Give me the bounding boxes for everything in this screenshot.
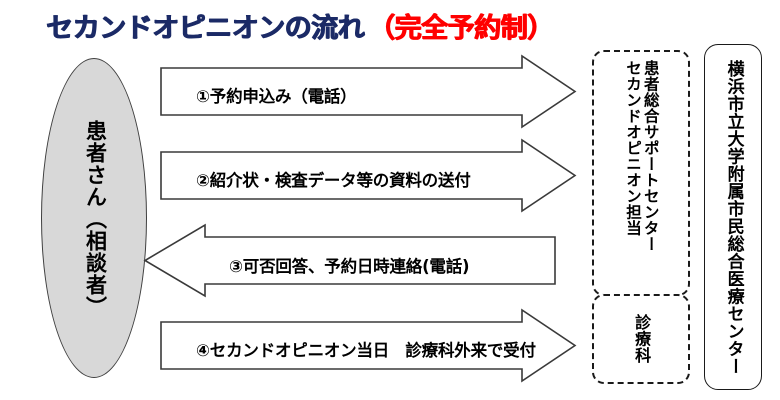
arrow-4-shape (160, 308, 577, 383)
hospital-box: 横浜市立大学附属市民総合医療センター (704, 44, 762, 390)
arrow-2-shape (160, 138, 577, 213)
arrow-1-label: ①予約申込み（電話） (196, 87, 357, 106)
title-sub: （完全予約制） (368, 13, 554, 44)
department-box: 診療科 (592, 294, 690, 384)
arrow-3-shape (143, 223, 556, 298)
patient-label: 患者さん（相談者） (83, 120, 108, 318)
arrow-3-label: ③可否回答、予約日時連絡(電話) (229, 257, 470, 276)
support-center-line1: 患者総合サポートセンター (641, 60, 660, 252)
arrow-2-label: ②紹介状・検査データ等の資料の送付 (196, 171, 471, 190)
title-main: セカンドオピニオンの流れ (46, 13, 365, 44)
support-center-line2: セカンドオピニオン担当 (624, 60, 642, 236)
patient-label-wrap: 患者さん（相談者） (42, 59, 148, 379)
support-center-box: セカンドオピニオン担当 患者総合サポートセンター (592, 50, 690, 296)
arrow-4-label: ④セカンドオピニオン当日 診療科外来で受付 (196, 341, 536, 360)
arrow-1-shape (160, 54, 577, 129)
hospital-label: 横浜市立大学附属市民総合医療センター (723, 59, 744, 375)
patient-ellipse: 患者さん（相談者） (41, 58, 147, 378)
support-center-text-wrap: セカンドオピニオン担当 患者総合サポートセンター (624, 52, 660, 294)
department-label: 診療科 (632, 314, 652, 364)
page-title: セカンドオピニオンの流れ（完全予約制） (0, 6, 600, 45)
